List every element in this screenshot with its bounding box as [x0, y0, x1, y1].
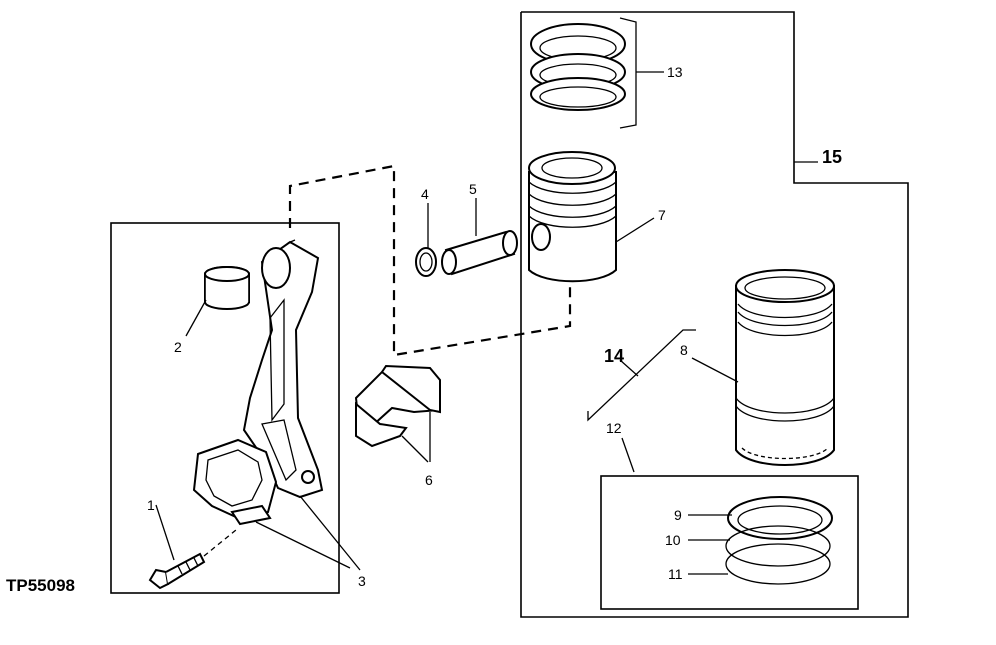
- piston-rings-part: [530, 23, 626, 111]
- callout-labels: 1 2 3 4 5 6 7 8 9 10 11 12 13 14 15 TP55…: [6, 64, 842, 595]
- cylinder-kit-outline: [520, 11, 909, 618]
- connecting-rod-group-frame: [110, 222, 340, 594]
- callout-11: 11: [668, 566, 683, 582]
- snap-ring-part: [415, 247, 437, 277]
- callout-15: 15: [822, 147, 842, 167]
- callout-6: 6: [425, 472, 433, 488]
- bushing-part: [204, 266, 250, 310]
- callout-9: 9: [674, 507, 682, 523]
- figure-code-label: TP55098: [6, 576, 75, 595]
- liner-seal-rings-part: [725, 496, 833, 585]
- callout-4: 4: [421, 186, 429, 202]
- callout-2: 2: [174, 339, 182, 355]
- piston-ring-bracket-13: [619, 17, 637, 129]
- callout-10: 10: [665, 532, 681, 548]
- callout-12: 12: [606, 420, 622, 436]
- leader-lines: [155, 71, 818, 575]
- rod-bearing-shells-part: [354, 364, 441, 448]
- callout-7: 7: [658, 207, 666, 223]
- callout-13: 13: [667, 64, 683, 80]
- liner-bracket-14: [587, 329, 696, 422]
- piston-part: [528, 151, 617, 283]
- piston-pin-part: [441, 230, 518, 276]
- callout-8: 8: [680, 342, 688, 358]
- connecting-rod-part: [242, 239, 324, 499]
- callout-5: 5: [469, 181, 477, 197]
- dashed-assembly-path: [288, 164, 572, 357]
- callout-3: 3: [358, 573, 366, 589]
- cap-bolt-part: [148, 529, 237, 590]
- cylinder-liner-part: [735, 269, 835, 466]
- callout-14: 14: [604, 346, 624, 366]
- bearing-shell-lower-part: [192, 438, 278, 526]
- callout-1: 1: [147, 497, 155, 513]
- seal-rings-group-frame: [600, 475, 859, 610]
